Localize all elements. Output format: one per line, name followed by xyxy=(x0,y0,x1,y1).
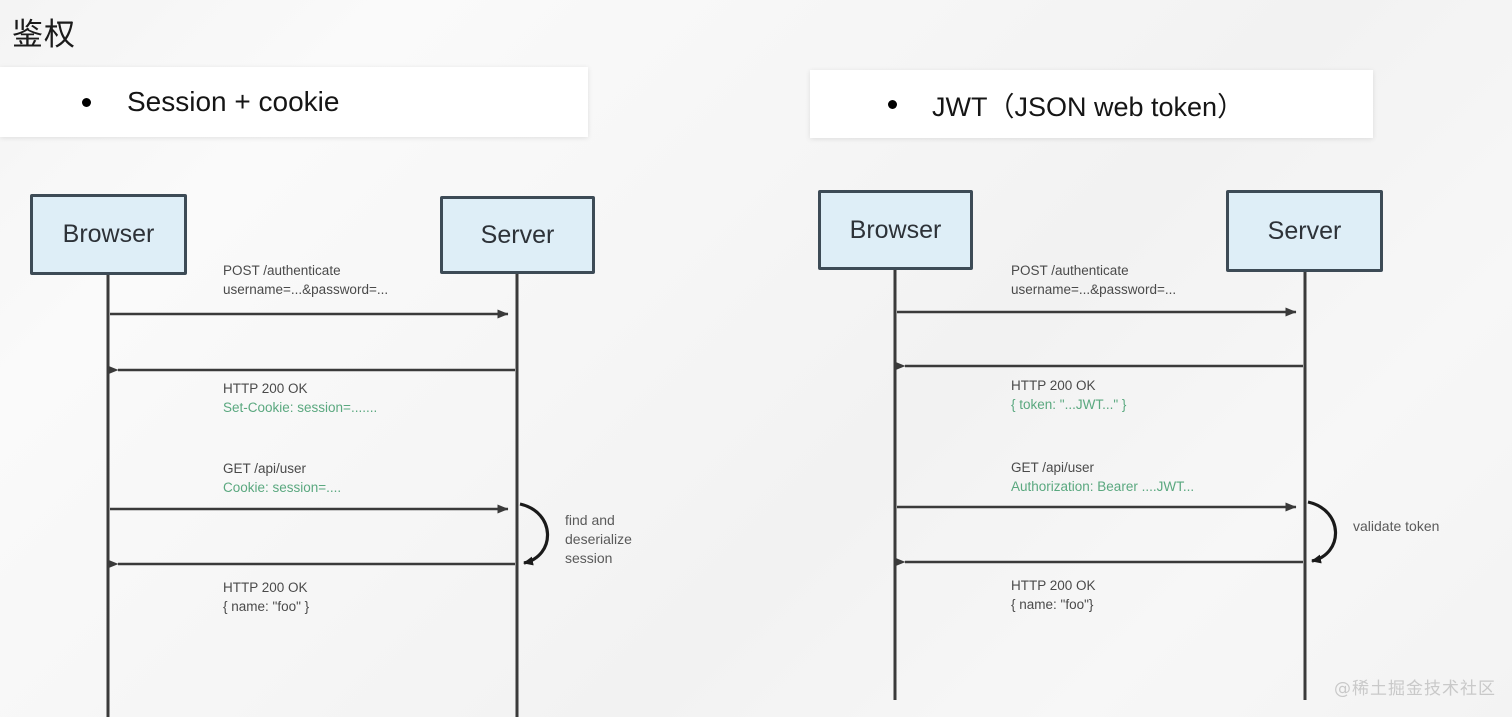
note-line-1: validate token xyxy=(1353,518,1440,534)
message-line-1: POST /authenticate xyxy=(223,263,341,278)
self-loop-arrow-session xyxy=(519,502,550,566)
message-line-2: Set-Cookie: session=....... xyxy=(223,400,378,415)
message-line-2: username=...&password=... xyxy=(1011,282,1177,297)
panel-header-card-session-cookie: Session + cookie xyxy=(0,67,588,137)
message-line-2: username=...&password=... xyxy=(223,282,389,297)
actor-label: Browser xyxy=(849,215,942,244)
panel-header-card-jwt: JWT（JSON web token） xyxy=(810,70,1373,138)
actor-label: Browser xyxy=(62,220,155,248)
self-loop-note-session: find and deserialize session xyxy=(565,511,632,568)
message-line-1: GET /api/user xyxy=(223,461,307,476)
message-line-2: { name: "foo" } xyxy=(223,599,310,614)
message-line-1: HTTP 200 OK xyxy=(1011,578,1096,593)
message-label-session-2: HTTP 200 OK Set-Cookie: session=....... xyxy=(223,379,377,417)
actor-box-server-jwt: Server xyxy=(1226,190,1383,272)
message-label-jwt-3: GET /api/user Authorization: Bearer ....… xyxy=(1011,458,1194,496)
actor-label: Server xyxy=(480,220,555,249)
bullet-icon xyxy=(82,97,91,107)
message-line-2: Cookie: session=.... xyxy=(223,480,342,495)
message-label-session-3: GET /api/user Cookie: session=.... xyxy=(223,459,341,497)
actor-box-browser-session: Browser xyxy=(30,194,187,275)
note-line-2: deserialize xyxy=(565,531,632,547)
message-line-1: GET /api/user xyxy=(1011,460,1095,475)
note-line-3: session xyxy=(565,550,613,566)
actor-box-browser-jwt: Browser xyxy=(818,190,973,270)
message-line-1: HTTP 200 OK xyxy=(223,381,308,396)
message-line-2: { name: "foo"} xyxy=(1011,597,1094,612)
message-line-1: HTTP 200 OK xyxy=(223,580,308,595)
watermark: @稀土掘金技术社区 xyxy=(1334,679,1496,699)
message-line-1: HTTP 200 OK xyxy=(1011,378,1096,393)
bullet-icon xyxy=(888,99,897,109)
self-loop-note-jwt: validate token xyxy=(1353,517,1439,536)
self-loop-arrow-jwt xyxy=(1307,500,1338,564)
message-label-jwt-1: POST /authenticate username=...&password… xyxy=(1011,261,1176,299)
panel-header-label-jwt: JWT（JSON web token） xyxy=(932,91,1245,122)
message-line-1: POST /authenticate xyxy=(1011,263,1129,278)
note-line-1: find and xyxy=(565,512,615,528)
message-label-jwt-2: HTTP 200 OK { token: "...JWT..." } xyxy=(1011,376,1126,414)
actor-box-server-session: Server xyxy=(440,196,595,274)
message-line-2: Authorization: Bearer ....JWT... xyxy=(1011,479,1195,494)
message-label-session-1: POST /authenticate username=...&password… xyxy=(223,261,388,299)
message-line-2: { token: "...JWT..." } xyxy=(1011,397,1127,412)
page-title: 鉴权 xyxy=(12,17,76,53)
message-label-jwt-4: HTTP 200 OK { name: "foo"} xyxy=(1011,576,1096,614)
actor-label: Server xyxy=(1267,216,1342,245)
message-label-session-4: HTTP 200 OK { name: "foo" } xyxy=(223,578,309,616)
panel-header-label-session-cookie: Session + cookie xyxy=(127,86,340,117)
